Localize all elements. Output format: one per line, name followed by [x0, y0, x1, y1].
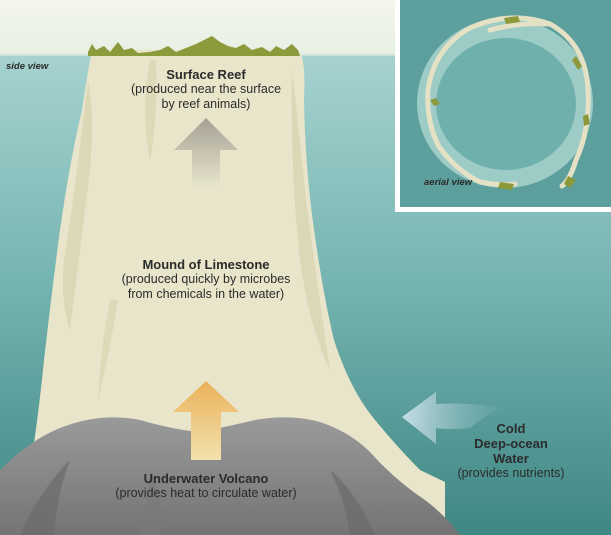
aerial-view-inset — [395, 0, 611, 212]
cold-water-arrow — [402, 392, 500, 444]
cold-water-desc-1: (provides nutrients) — [457, 466, 565, 480]
cold-water-title-1: Cold — [496, 421, 526, 436]
volcano-heat-up-arrow — [173, 381, 239, 460]
volcano-shadow-3 — [140, 470, 162, 535]
volcano-title: Underwater Volcano — [143, 471, 269, 486]
surface-reef-label: Surface Reef (produced near the surface … — [96, 67, 316, 111]
cold-water-title-2: Deep-ocean — [474, 436, 548, 451]
surface-reef-growth — [88, 36, 300, 56]
volcano-label: Underwater Volcano (provides heat to cir… — [86, 471, 326, 501]
aerial-view-label: aerial view — [424, 177, 473, 188]
limestone-shadow-right — [291, 70, 330, 370]
volcano-desc-1: (provides heat to circulate water) — [115, 486, 297, 500]
limestone-shadow-left — [62, 80, 93, 330]
volcano-shadow-2 — [330, 470, 375, 535]
volcano-shadow-1 — [20, 460, 70, 535]
limestone-title: Mound of Limestone — [142, 257, 270, 272]
side-view-label: side view — [6, 61, 49, 72]
surface-reef-up-arrow — [174, 118, 238, 186]
limestone-mound — [30, 50, 445, 535]
lagoon — [436, 38, 576, 170]
limestone-label: Mound of Limestone (produced quickly by … — [86, 257, 326, 301]
limestone-shadow-mid — [145, 60, 157, 160]
cold-water-title-3: Water — [493, 451, 529, 466]
limestone-shadow-lower — [98, 300, 118, 400]
aerial-view-map — [400, 0, 611, 207]
surface-reef-desc-2: by reef animals) — [161, 96, 251, 111]
cold-water-label: Cold Deep-ocean Water (provides nutrient… — [444, 421, 578, 481]
surface-reef-desc-1: (produced near the surface — [130, 82, 282, 96]
limestone-desc-2: from chemicals in the water) — [127, 286, 285, 301]
limestone-desc-1: (produced quickly by microbes — [121, 272, 291, 286]
atoll-ring — [425, 15, 591, 189]
surface-reef-title: Surface Reef — [166, 67, 246, 82]
